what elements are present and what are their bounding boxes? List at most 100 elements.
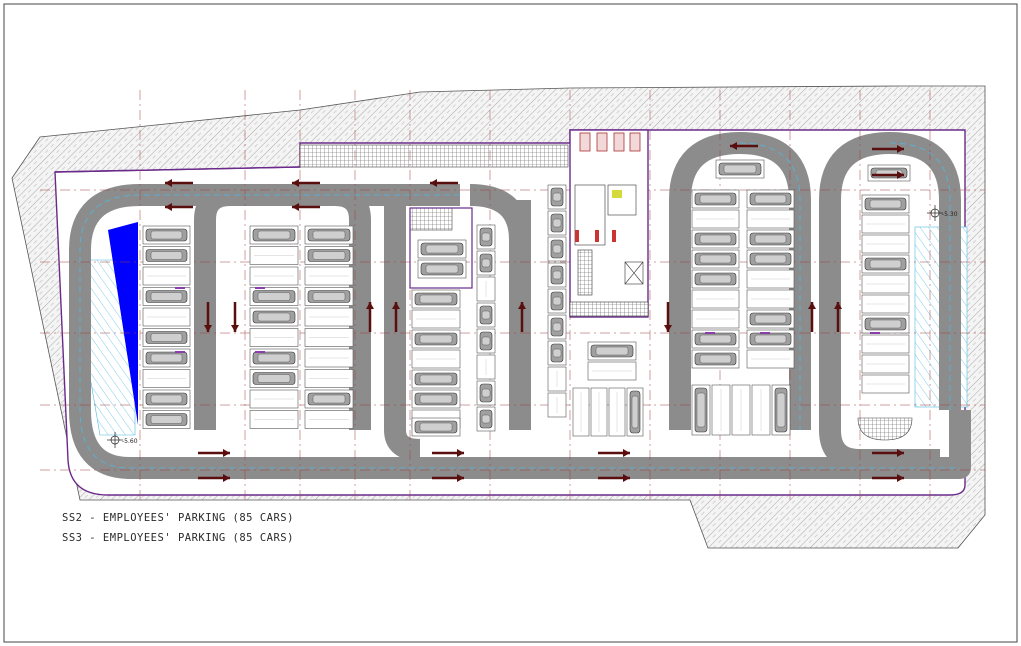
car-icon [691,384,711,436]
elevation-left: -5.60 [122,438,138,445]
parking-stall [590,387,608,437]
parking-stall [249,389,299,409]
parking-stall [746,209,795,229]
parking-stall [861,214,910,234]
car-icon [746,329,795,349]
elevation-right: -5.30 [942,211,958,218]
direction-arrow-icon [872,474,904,482]
parking-stall [411,349,461,369]
parking-stall [547,392,567,418]
car-icon [861,254,910,274]
car-icon [411,329,461,349]
parking-stall [411,309,461,329]
direction-arrow-icon [872,449,904,457]
car-icon [142,348,191,368]
car-icon [867,164,911,182]
car-icon [547,314,567,340]
parking-stall [746,269,795,289]
car-icon [304,225,354,245]
direction-arrow-icon [292,179,320,187]
traffic-arrows [165,142,904,482]
parking-stall [861,294,910,314]
parking-stall [142,307,191,327]
car-icon [691,349,740,369]
parking-stall [572,387,590,437]
car-icon [142,410,191,429]
direction-arrow-icon [392,302,400,332]
car-icon [547,262,567,288]
direction-arrow-icon [664,302,672,332]
direction-arrow-icon [432,474,464,482]
car-icon [304,246,354,265]
car-icon [249,225,299,245]
parking-stall [861,354,910,374]
car-icon [715,159,765,179]
car-icon [249,307,299,327]
parking-stall [691,309,740,329]
direction-arrow-icon [730,142,758,150]
car-icon [142,389,191,409]
car-icon [691,189,740,209]
parking-stall [861,234,910,254]
car-icon [142,246,191,265]
car-icon [476,250,496,276]
parking-stall [304,328,354,347]
car-icon [476,328,496,354]
parking-stall [608,387,626,437]
direction-arrow-icon [518,302,526,332]
parking-stall [249,266,299,286]
car-icon [547,340,567,366]
car-icon [746,189,795,209]
car-icon [771,384,791,436]
structural-grid [40,90,985,500]
north-marker-icon [107,432,123,448]
parking-stall [304,348,354,368]
car-icon [249,369,299,388]
car-icon [476,224,496,250]
bay-markers [175,287,880,353]
parking-bays [142,159,911,437]
drain-grate [299,144,569,168]
car-icon [411,289,461,309]
car-icon [411,389,461,409]
parking-stall [861,334,910,354]
legend-line-ss3: SS3 - EMPLOYEES' PARKING (85 CARS) [62,532,294,544]
legend-line-ss2: SS2 - EMPLOYEES' PARKING (85 CARS) [62,512,294,524]
car-icon [411,369,461,389]
direction-arrow-icon [198,474,230,482]
car-icon [417,239,467,259]
drawing-frame [3,3,1018,643]
car-icon [142,287,191,306]
car-icon [861,194,910,214]
car-icon [249,348,299,368]
parking-stall [746,349,795,369]
direction-arrow-icon [165,179,193,187]
car-icon [746,249,795,269]
direction-arrow-icon [598,474,630,482]
car-icon [411,417,461,437]
direction-arrow-icon [292,203,320,211]
direction-arrow-icon [432,449,464,457]
north-marker-icon [927,205,943,221]
car-icon [476,380,496,406]
direction-arrow-icon [165,203,193,211]
car-icon [626,387,644,437]
car-icon [476,406,496,432]
direction-arrow-icon [430,179,458,187]
parking-stall [476,276,496,302]
parking-stall [304,369,354,388]
car-icon [249,287,299,306]
parking-stall [142,266,191,286]
car-icon [691,329,740,349]
car-icon [547,288,567,314]
parking-stall [142,369,191,388]
car-icon [861,314,910,334]
parking-stall [249,246,299,265]
parking-stall [249,410,299,429]
direction-arrow-icon [231,302,239,332]
parking-stall [691,209,740,229]
direction-arrow-icon [872,145,904,153]
car-icon [691,249,740,269]
car-icon [746,229,795,249]
car-icon [691,269,740,289]
